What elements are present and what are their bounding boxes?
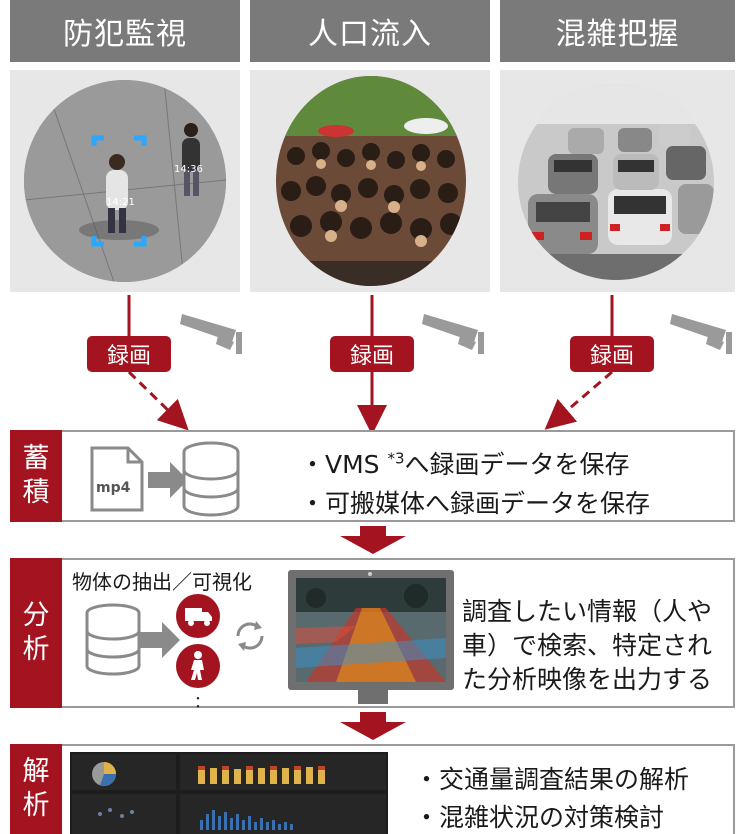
header-crime-prevention: 防犯監視 — [10, 0, 240, 62]
interpretation-tab: 解 析 — [10, 744, 62, 834]
down-arrow-icon — [340, 526, 406, 554]
webcam-dot — [368, 572, 372, 576]
crowd-photo — [276, 76, 466, 286]
storage-bullet-vms: ・VMS *3へ録画データを保存 — [300, 449, 630, 479]
right-arrow-icon — [140, 622, 180, 658]
record-badge: 録画 — [330, 336, 414, 372]
analysis-tab-line1: 分 — [22, 600, 50, 631]
monitor-icon — [288, 570, 454, 690]
camera-icon — [180, 314, 242, 354]
truck-icon — [176, 594, 220, 638]
storage-tab-line1: 蓄 — [22, 443, 50, 474]
right-arrow-icon — [148, 462, 188, 498]
svg-text:14:21: 14:21 — [106, 197, 135, 208]
storage-bullet-portable: ・可搬媒体へ録画データを保存 — [300, 489, 651, 518]
traffic-photo — [518, 84, 714, 280]
surveillance-photo: 14:36 14:21 — [24, 80, 226, 282]
camera-icon — [422, 314, 484, 354]
database-icon — [85, 603, 141, 676]
interpretation-bullet-congestion: ・混雑状況の対策検討 — [414, 803, 665, 832]
photo-panel-traffic — [500, 70, 735, 292]
mp4-file-label: mp4 — [96, 480, 131, 496]
heatmap-screen — [296, 578, 446, 682]
refresh-icon — [236, 621, 264, 651]
svg-text:14:36: 14:36 — [174, 164, 203, 175]
header-population-inflow: 人口流入 — [250, 0, 490, 62]
more-indicator: ： — [194, 692, 211, 711]
camera-icon — [670, 314, 732, 354]
header-congestion: 混雑把握 — [500, 0, 735, 62]
photo-panel-surveillance: 14:36 14:21 — [10, 70, 240, 292]
extract-label: 物体の抽出／可視化 — [72, 570, 252, 594]
mp4-file-icon: mp4 — [88, 444, 146, 514]
analysis-desc-line1: 調査したい情報（人や — [462, 597, 713, 626]
interpretation-tab-line2: 析 — [22, 790, 50, 821]
analysis-tab-line2: 析 — [22, 634, 50, 665]
storage-tab: 蓄 積 — [10, 430, 62, 522]
pedestrian-icon — [176, 644, 220, 688]
analysis-desc-line2: 車）で検索、特定され — [462, 631, 713, 660]
interpretation-tab-line1: 解 — [22, 756, 50, 787]
database-icon — [182, 441, 240, 517]
record-badge: 録画 — [87, 336, 171, 372]
record-badge: 録画 — [570, 336, 654, 372]
analysis-desc-line3: た分析映像を出力する — [462, 665, 713, 694]
analytics-dashboard-screenshot — [70, 752, 388, 834]
interpretation-bullet-traffic: ・交通量調査結果の解析 — [414, 765, 690, 794]
photo-panel-crowd — [250, 70, 490, 292]
down-arrow-icon — [340, 712, 406, 740]
storage-tab-line2: 積 — [22, 477, 50, 508]
analysis-tab: 分 析 — [10, 558, 62, 708]
monitor-stand — [358, 690, 388, 704]
